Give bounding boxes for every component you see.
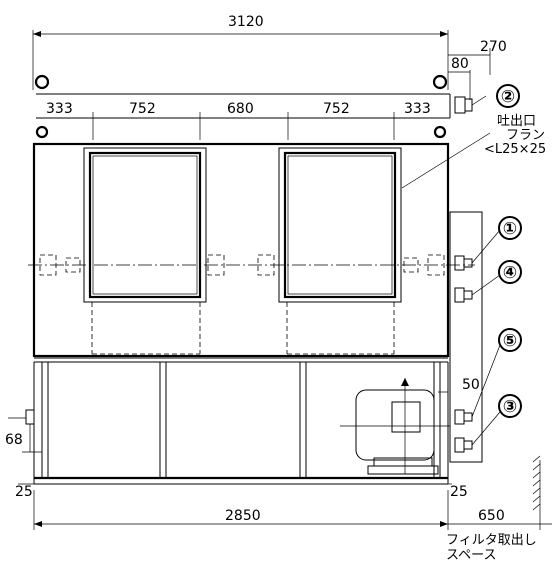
dim-50: 50 <box>462 377 480 393</box>
marker-1: ① <box>498 216 522 240</box>
dimension-bottom-width: 2850 <box>33 490 449 530</box>
outlet-opening-left <box>83 147 207 303</box>
note-outlet-flange: 吐出口 フラン <L25×25 <box>484 114 546 157</box>
outlet-opening-right <box>278 147 402 303</box>
motor-unit: 50 <box>340 377 480 475</box>
marker-2-label: ② <box>501 87 515 107</box>
dim-752-a: 752 <box>129 101 156 117</box>
shaft-centerline <box>28 254 475 276</box>
marker-3-label: ③ <box>503 397 517 417</box>
dim-650: 650 <box>478 508 505 524</box>
top-rail: 333 752 680 752 333 <box>36 93 451 140</box>
note-filter-line-2: スペース <box>446 548 496 563</box>
marker-1-label: ① <box>503 219 517 239</box>
dim-25-left: 25 <box>15 484 33 500</box>
marker-5-label: ⑤ <box>503 331 517 351</box>
nozzle-2 <box>454 95 487 114</box>
dim-680: 680 <box>227 101 254 117</box>
dim-2850: 2850 <box>225 508 261 524</box>
dim-25-right: 25 <box>450 484 468 500</box>
dim-80: 80 <box>451 56 469 72</box>
note-outlet-line-3: <L25×25 <box>484 142 546 157</box>
dim-3120: 3120 <box>228 14 264 30</box>
hidden-outlines <box>91 302 395 355</box>
dim-68: 68 <box>5 432 23 448</box>
left-drain: 68 <box>5 409 42 453</box>
dim-752-b: 752 <box>323 101 350 117</box>
dim-270: 270 <box>480 39 507 55</box>
filter-box <box>449 211 501 463</box>
note-filter-line-1: フィルタ取出し <box>446 533 537 548</box>
marker-2: ② <box>496 84 520 108</box>
dimension-filter-space: 650 <box>448 455 552 530</box>
dim-333-left: 333 <box>46 101 73 117</box>
marker-3: ③ <box>498 394 522 418</box>
marker-4: ④ <box>498 260 522 284</box>
lifting-lugs <box>34 74 448 139</box>
marker-5: ⑤ <box>498 328 522 352</box>
housing <box>32 142 450 363</box>
dim-333-right: 333 <box>404 101 431 117</box>
marker-4-label: ④ <box>503 263 517 283</box>
dimension-right-offsets: 270 80 <box>448 39 507 100</box>
note-outlet-line-2: フラン <box>506 128 545 143</box>
note-outlet-line-1: 吐出口 <box>497 114 536 129</box>
flange-leader <box>401 132 491 189</box>
dimension-overall-width: 3120 <box>32 14 449 90</box>
note-filter-space: フィルタ取出し スペース <box>446 533 537 563</box>
foot-dims: 25 25 <box>15 483 468 500</box>
